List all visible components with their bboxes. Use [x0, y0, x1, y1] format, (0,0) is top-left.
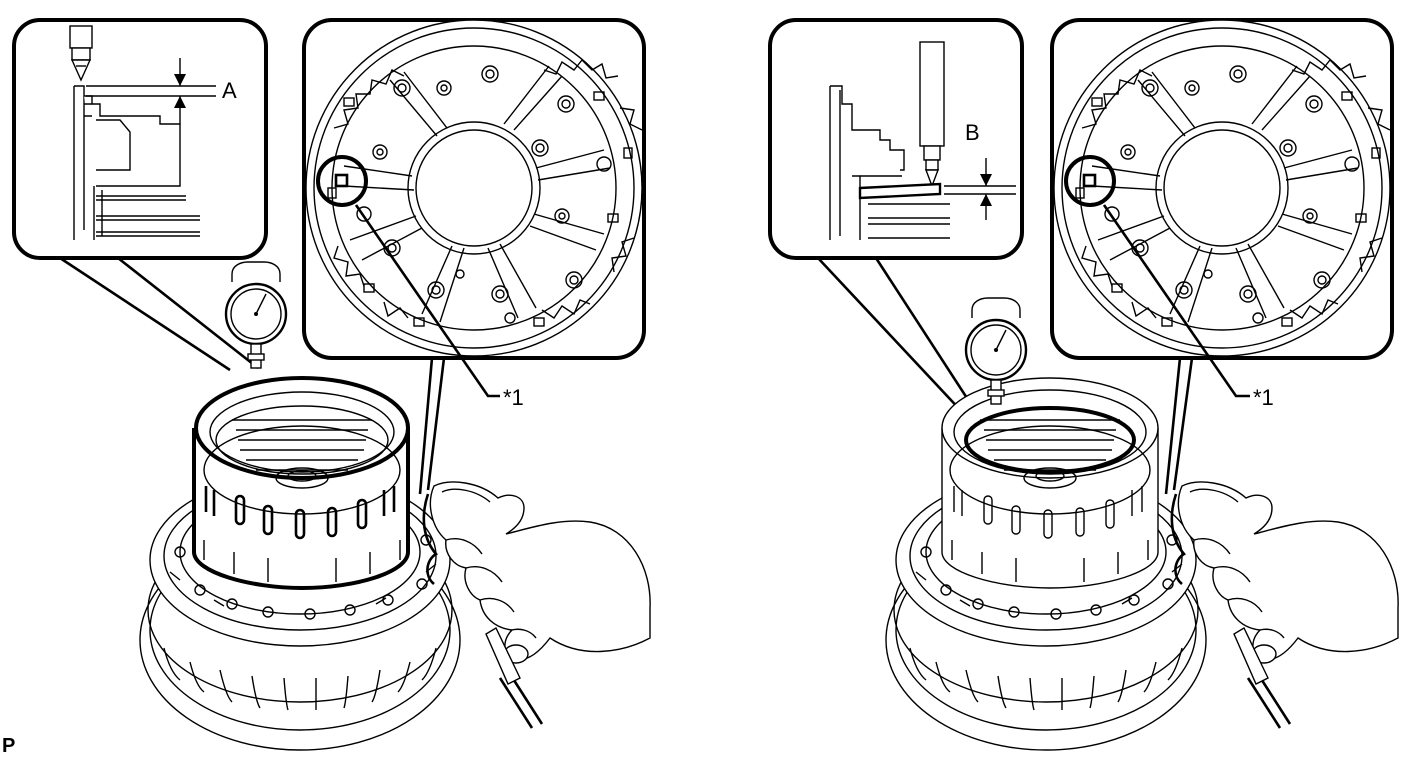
left-highlight-circle	[316, 155, 368, 207]
left-leader-lines	[59, 256, 446, 495]
dimension-b-label: B	[965, 120, 980, 145]
right-highlight-circle	[1064, 155, 1116, 207]
right-figure: B *1	[768, 18, 1400, 751]
dimension-a-label: A	[222, 78, 237, 103]
left-detail-section-view: A	[12, 18, 268, 260]
left-assembly	[139, 260, 652, 751]
left-plate-detail	[302, 18, 646, 360]
left-figure: A *1	[12, 18, 652, 751]
right-callout-leader	[1102, 204, 1250, 398]
right-assembly	[885, 296, 1400, 751]
left-callout-leader	[354, 204, 500, 398]
right-detail-section-view: B	[768, 18, 1024, 260]
left-callout-label: *1	[503, 385, 524, 410]
right-callout-label: *1	[1253, 385, 1274, 410]
right-plate-detail	[1050, 18, 1394, 360]
page-marker: P	[2, 735, 15, 757]
right-leader-lines	[817, 257, 1194, 495]
